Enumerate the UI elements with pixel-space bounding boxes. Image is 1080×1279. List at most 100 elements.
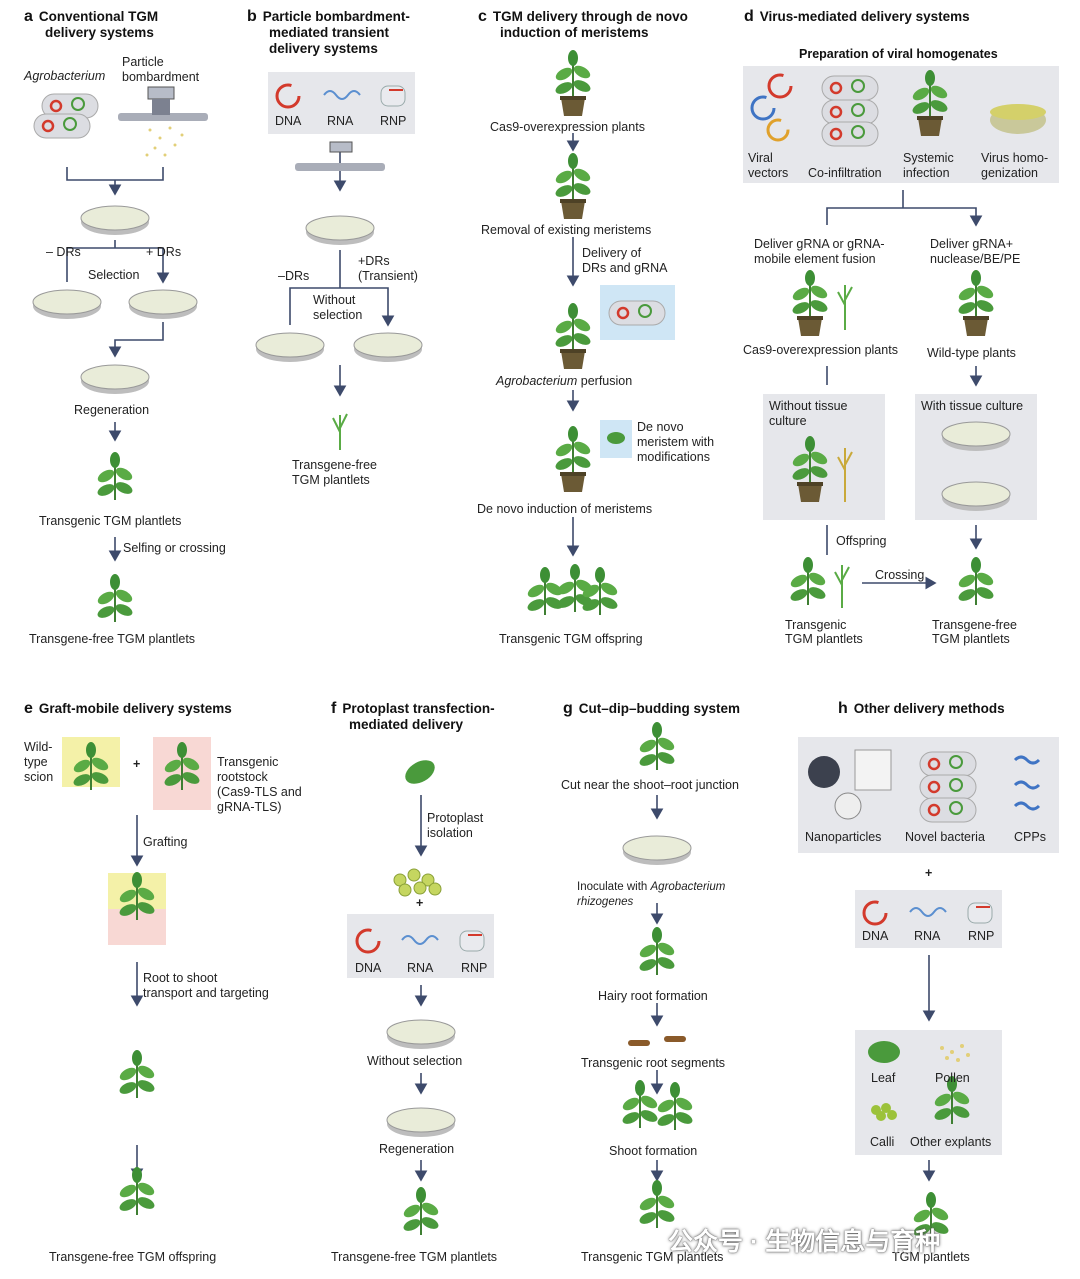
pollen-label: Pollen	[935, 1071, 970, 1085]
scion-label: scion	[24, 770, 54, 784]
rootstock-label-4: gRNA-TLS)	[217, 800, 282, 814]
panel-h-art	[798, 737, 1059, 1241]
systemic-label: Systemic	[903, 151, 954, 165]
plus-sign: +	[133, 757, 141, 771]
final-label: Transgenic TGM plantlets	[581, 1250, 724, 1264]
offspring-label: Offspring	[836, 534, 887, 548]
panel-g-art	[619, 721, 696, 1229]
type-label: type	[24, 755, 48, 769]
offspring-label: Transgenic TGM offspring	[499, 632, 643, 646]
transient-label: (Transient)	[358, 269, 418, 283]
grafting-label: Grafting	[143, 835, 188, 849]
particle-label: Particle	[122, 55, 164, 69]
panel-f-art	[347, 760, 494, 1236]
tgm-plantlets-label: TGM plantlets	[785, 632, 863, 646]
watermark: 公众号 · 生物信息与育种	[668, 1228, 941, 1256]
tgm-plantlets-label: TGM plantlets	[292, 473, 370, 487]
without-tissue-label: Without tissue	[769, 399, 848, 413]
panel-b-title-line2: mediated transient	[269, 25, 390, 40]
tgm-plantlets-label: TGM plantlets	[892, 1250, 970, 1264]
deliver-left-1: Deliver gRNA or gRNA-	[754, 237, 885, 251]
rna-label: RNA	[327, 114, 354, 128]
tgm-plantlets-free-label: TGM plantlets	[932, 632, 1010, 646]
dna-label: DNA	[275, 114, 302, 128]
virus-homo-label: Virus homo-	[981, 151, 1049, 165]
selection-label: selection	[313, 308, 363, 322]
removal-label: Removal of existing meristems	[481, 223, 652, 237]
with-tissue-label: With tissue culture	[921, 399, 1024, 413]
wild-label: Wild-	[24, 740, 53, 754]
inoculate-label: Inoculate with Agrobacterium	[577, 881, 726, 893]
rnp-label: RNP	[968, 929, 995, 943]
transport-label-2: transport and targeting	[143, 986, 269, 1000]
plus-drs-label: +DRs	[358, 254, 390, 268]
culture-label: culture	[769, 414, 807, 428]
coinfiltration-label: Co-infiltration	[808, 166, 882, 180]
panel-b-art	[255, 72, 423, 450]
panel-e-art	[62, 737, 211, 1216]
agrobacterium-label: Agrobacterium	[24, 69, 106, 83]
rhizogenes-label: rhizogenes	[577, 896, 634, 908]
prep-subtitle: Preparation of viral homogenates	[799, 47, 998, 61]
denovo-label: De novo	[637, 420, 684, 434]
perfusion-label: Agrobacterium perfusion	[496, 374, 633, 388]
calli-label: Calli	[870, 1135, 895, 1149]
regeneration-label: Regeneration	[379, 1142, 455, 1156]
crossing-label: Crossing	[875, 568, 925, 582]
rna-label: RNA	[407, 961, 434, 975]
transgenic-label: Transgenic	[785, 618, 847, 632]
delivery-label: Delivery of	[582, 246, 642, 260]
root-segments-label: Transgenic root segments	[581, 1056, 726, 1070]
plus-drs-label: + DRs	[146, 245, 182, 259]
transgene-free-label: Transgene-free TGM plantlets	[29, 632, 196, 646]
cut-label: Cut near the shoot–root junction	[561, 778, 739, 792]
panel-d-art	[743, 66, 1059, 608]
panel-a-title-line2: delivery systems	[45, 25, 154, 40]
hairy-root-label: Hairy root formation	[598, 989, 708, 1003]
novel-bacteria-label: Novel bacteria	[905, 830, 985, 844]
other-explants-label: Other explants	[910, 1135, 992, 1149]
rna-label: RNA	[914, 929, 941, 943]
cas9-plants-label: Cas9-overexpression plants	[490, 120, 645, 134]
dna-label: DNA	[862, 929, 889, 943]
rnp-label: RNP	[380, 114, 407, 128]
rootstock-label-1: Transgenic	[217, 755, 279, 769]
without-label: Without	[313, 293, 356, 307]
cpps-label: CPPs	[1014, 830, 1046, 844]
panel-c-title-line2: induction of meristems	[500, 25, 649, 40]
panel-f-title-line2: mediated delivery	[349, 717, 464, 732]
bombardment-label: bombardment	[122, 70, 200, 84]
selfing-label: Selfing or crossing	[123, 541, 226, 555]
deliver-right-1: Deliver gRNA+	[930, 237, 1014, 251]
protoplast-label: Protoplast	[427, 811, 484, 825]
modifications-label: modifications	[637, 450, 710, 464]
panel-c-art	[524, 50, 675, 616]
minus-drs-label: –DRs	[278, 269, 310, 283]
genization-label: genization	[981, 166, 1038, 180]
panel-a-art	[32, 86, 208, 623]
nanoparticles-label: Nanoparticles	[805, 830, 882, 844]
plus-sign: +	[925, 866, 933, 880]
selection-label: Selection	[88, 268, 140, 282]
deliver-left-2: mobile element fusion	[754, 252, 876, 266]
leaf-label: Leaf	[871, 1071, 896, 1085]
regeneration-label: Regeneration	[74, 403, 150, 417]
transgenic-plantlets-label: Transgenic TGM plantlets	[39, 514, 182, 528]
cas9-plants-label: Cas9-overexpression plants	[743, 343, 898, 357]
meristem-label: meristem with	[637, 435, 715, 449]
drs-grna-label: DRs and gRNA	[582, 261, 668, 275]
transgene-free-label: Transgene-free TGM plantlets	[331, 1250, 498, 1264]
without-selection-label: Without selection	[367, 1054, 463, 1068]
deliver-right-2: nuclease/BE/PE	[930, 252, 1021, 266]
rnp-label: RNP	[461, 961, 488, 975]
transport-label-1: Root to shoot	[143, 971, 218, 985]
offspring-label: Transgene-free TGM offspring	[49, 1250, 217, 1264]
